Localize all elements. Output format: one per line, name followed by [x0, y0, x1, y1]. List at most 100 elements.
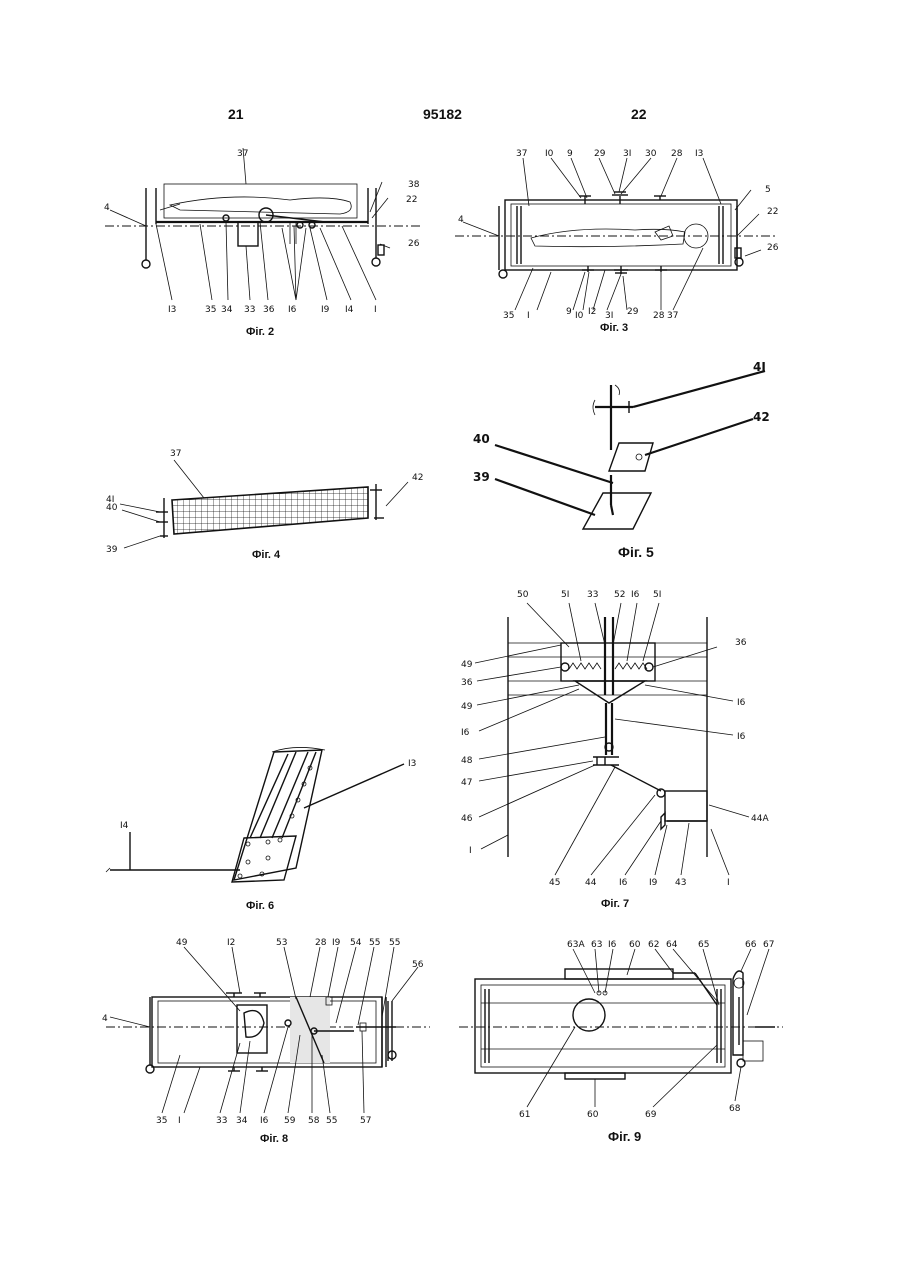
fig8-label: 35	[156, 1116, 167, 1126]
fig9-label: 65	[698, 940, 709, 950]
fig4-label: 39	[106, 545, 118, 555]
fig7-label: 36	[735, 638, 747, 648]
figure-8-caption: Фіг. 8	[260, 1133, 288, 1145]
fig7-label: 47	[461, 778, 472, 788]
fig8-label: 55	[369, 938, 380, 948]
fig7-label: 50	[517, 590, 529, 600]
fig3-label: 5	[765, 185, 771, 195]
fig8-label: 55	[389, 938, 400, 948]
fig2-label: 26	[408, 239, 420, 249]
fig3-label: 37	[667, 311, 678, 321]
figure-8: 49 I2 53 28 I9 54 55 55 56 4 35 I 33 34 …	[100, 935, 440, 1135]
fig7-label: 48	[461, 756, 473, 766]
fig9-label: 68	[729, 1104, 741, 1114]
figure-4-caption: Фіг. 4	[252, 549, 280, 561]
fig9-label: 64	[666, 940, 678, 950]
fig8-label: I9	[332, 938, 341, 948]
page-number-left: 21	[228, 106, 244, 122]
fig3-label: 37	[516, 149, 527, 159]
fig3-label: 28	[653, 311, 665, 321]
fig7-label: 43	[675, 878, 686, 888]
fig9-label: 62	[648, 940, 659, 950]
fig2-label: 36	[263, 305, 275, 315]
fig8-label: 33	[216, 1116, 227, 1126]
fig2-label: 4	[104, 203, 110, 213]
fig9-label: 61	[519, 1110, 530, 1120]
figure-7-caption: Фіг. 7	[601, 898, 629, 910]
figure-7: 50 5I 33 52 I6 5I 36 49 36 49 I6 I6 I6 4…	[455, 585, 790, 895]
fig8-label: 59	[284, 1116, 296, 1126]
fig2-label: 33	[244, 305, 255, 315]
fig3-label: 29	[627, 307, 639, 317]
fig9-label: 60	[587, 1110, 599, 1120]
fig7-label: 5I	[653, 590, 661, 600]
figure-6-caption: Фіг. 6	[246, 900, 274, 912]
figure-9-caption: Фіг. 9	[608, 1129, 641, 1144]
fig7-label: I6	[737, 698, 746, 708]
fig2-label: 22	[406, 195, 417, 205]
fig8-label: 28	[315, 938, 327, 948]
fig8-label: 34	[236, 1116, 248, 1126]
patent-number: 95182	[423, 106, 462, 122]
fig7-label: I9	[649, 878, 658, 888]
fig9-label: 63A	[567, 940, 585, 950]
fig9-label: 60	[629, 940, 641, 950]
fig3-label: 4	[458, 215, 464, 225]
fig2-label: I	[374, 305, 377, 315]
page-number-right: 22	[631, 106, 647, 122]
fig4-label: 40	[106, 503, 118, 513]
fig9-label: 66	[745, 940, 757, 950]
fig3-label: I0	[575, 311, 584, 321]
fig7-label: I	[469, 846, 472, 856]
fig7-label: 46	[461, 814, 473, 824]
fig8-label: 49	[176, 938, 188, 948]
figure-3: 37 I0 9 29 3I 30 28 I3 5 4 22 26 35 I 9 …	[455, 140, 800, 325]
fig3-label: 22	[767, 207, 778, 217]
fig7-label: 36	[461, 678, 473, 688]
fig9-label: 67	[763, 940, 774, 950]
fig3-label: 9	[566, 307, 572, 317]
fig3-label: 35	[503, 311, 514, 321]
fig8-label: I	[178, 1116, 181, 1126]
fig5-label: 40	[473, 432, 490, 446]
fig2-label: I9	[321, 305, 330, 315]
fig6-label: I4	[120, 821, 129, 831]
fig4-label: 37	[170, 449, 181, 459]
fig8-label: 54	[350, 938, 362, 948]
fig7-label: 44	[585, 878, 597, 888]
fig2-label: I4	[345, 305, 354, 315]
fig5-label: 4I	[753, 360, 766, 374]
figure-9: 63A 63 I6 60 62 64 65 66 67 61 60 69 68	[455, 935, 795, 1130]
figure-6: I3 I4	[100, 740, 440, 905]
fig7-label: 33	[587, 590, 598, 600]
fig7-label: 49	[461, 702, 473, 712]
fig3-label: 3I	[605, 311, 613, 321]
fig7-label: I6	[737, 732, 746, 742]
fig3-label: 30	[645, 149, 657, 159]
fig8-label: 55	[326, 1116, 337, 1126]
fig7-label: I6	[461, 728, 470, 738]
fig3-label: I0	[545, 149, 554, 159]
fig3-label: 28	[671, 149, 683, 159]
fig6-label: I3	[408, 759, 416, 769]
figure-4: 37 4I 40 39 42	[100, 440, 430, 555]
fig7-label: 45	[549, 878, 560, 888]
figure-3-caption: Фіг. 3	[600, 322, 628, 334]
fig5-label: 39	[473, 470, 490, 484]
fig8-label: 57	[360, 1116, 371, 1126]
fig2-label: 34	[221, 305, 233, 315]
fig2-label: I3	[168, 305, 176, 315]
fig3-label: I2	[588, 307, 596, 317]
fig8-label: 56	[412, 960, 424, 970]
figure-5-caption: Фіг. 5	[618, 544, 654, 560]
figure-2: 37 38 22 4 26 I3 35 34 33 36 I6 I9 I4 I	[100, 140, 440, 325]
fig4-label: 42	[412, 473, 423, 483]
fig8-label: 4	[102, 1014, 108, 1024]
fig8-label: I6	[260, 1116, 269, 1126]
fig5-label: 42	[753, 410, 770, 424]
fig3-label: 9	[567, 149, 573, 159]
figure-5: 4I 42 40 39	[455, 355, 785, 545]
fig2-label: 37	[237, 149, 248, 159]
figure-2-caption: Фіг. 2	[246, 326, 274, 338]
fig3-label: 3I	[623, 149, 631, 159]
